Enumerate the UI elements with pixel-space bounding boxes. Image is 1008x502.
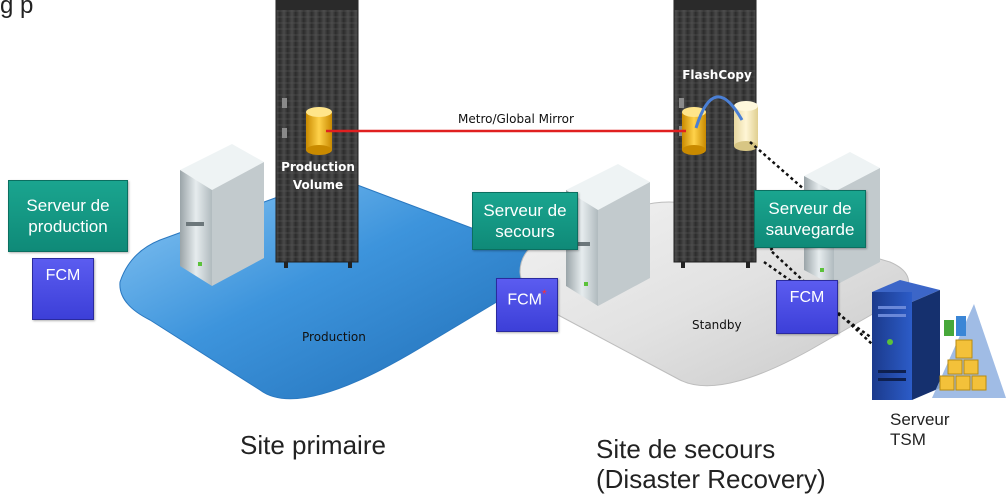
production-area-label: Production bbox=[302, 330, 366, 344]
fcm-secours-asterisk: * bbox=[541, 287, 547, 301]
serveur-secours-box: Serveur de secours bbox=[472, 192, 578, 250]
fcm-production-label: FCM bbox=[45, 267, 81, 284]
standby-area-label: Standby bbox=[692, 318, 742, 332]
production-server-icon bbox=[180, 144, 264, 286]
production-volume-label: Production Volume bbox=[281, 160, 355, 192]
flashcopy-arc bbox=[694, 95, 744, 129]
serveur-sauvegarde-box: Serveur de sauvegarde bbox=[754, 190, 866, 248]
site-primaire-label: Site primaire bbox=[240, 430, 386, 460]
fcm-standby-box: FCM bbox=[776, 280, 838, 334]
serveur-tsm-label: Serveur TSM bbox=[890, 410, 950, 449]
serveur-production-box: Serveur de production bbox=[8, 180, 128, 252]
storage-pyramid-icon bbox=[932, 304, 1006, 398]
fcm-secours-box: FCM* bbox=[496, 278, 558, 332]
mirror-label: Metro/Global Mirror bbox=[458, 112, 574, 126]
flashcopy-target-icon bbox=[734, 101, 758, 151]
site-secours-label: Site de secours (Disaster Recovery) bbox=[596, 434, 826, 494]
fcm-standby-label: FCM bbox=[789, 289, 825, 306]
fcm-secours-label: FCM bbox=[507, 291, 542, 309]
fcm-production-box: FCM bbox=[32, 258, 94, 320]
flashcopy-label: FlashCopy bbox=[682, 68, 752, 82]
top-cut-text: g p bbox=[0, 0, 34, 19]
tsm-server-icon bbox=[872, 280, 940, 400]
secours-server-icon bbox=[566, 164, 650, 306]
